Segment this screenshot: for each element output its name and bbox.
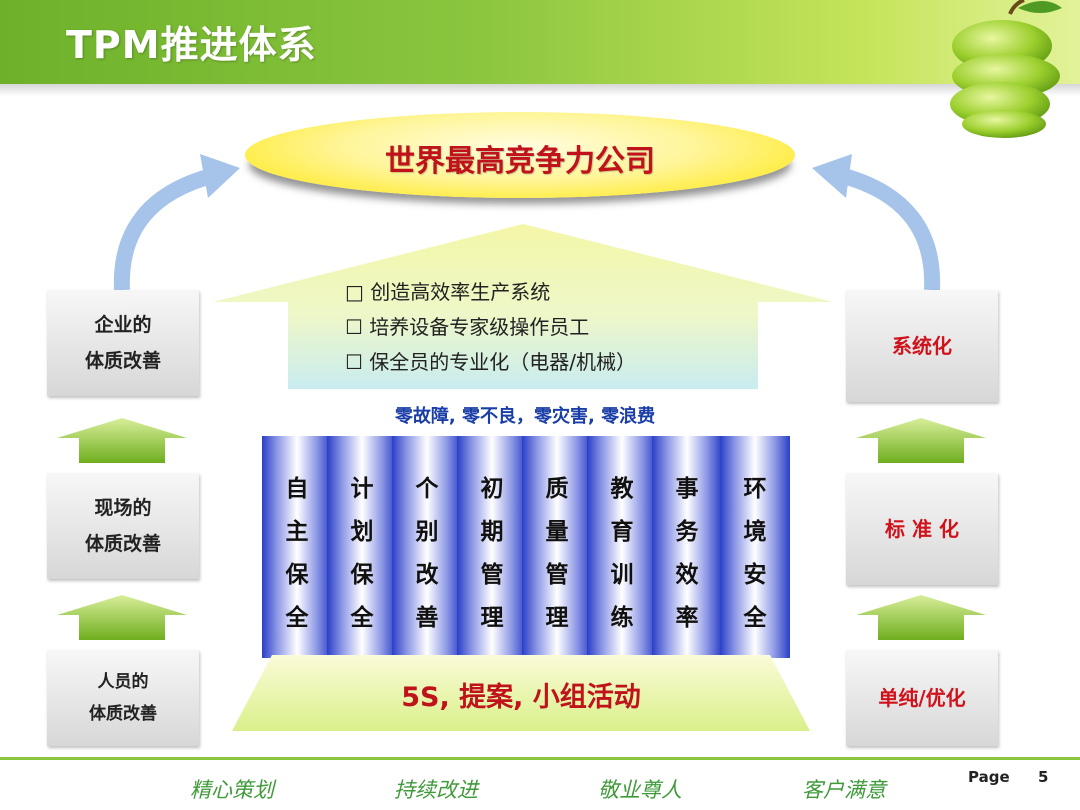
pillar-char: 安 [743, 562, 767, 588]
left-box-site: 现场的 体质改善 [47, 473, 199, 579]
pillar-char: 管 [480, 562, 504, 588]
pillar-char: 境 [743, 519, 767, 545]
left-box-line: 企业的 [94, 314, 152, 336]
up-arrow-icon [856, 595, 986, 640]
pillar: 初期管理 [457, 436, 527, 658]
left-box-line: 现场的 [94, 497, 152, 519]
right-box-simplify: 单纯/优化 [846, 650, 998, 746]
footer-slogan: 持续改进 [394, 778, 478, 802]
footer-divider [0, 757, 1080, 760]
left-box-line: 体质改善 [84, 533, 161, 555]
pillar-char: 训 [610, 562, 634, 588]
right-box-standardize: 标 准 化 [846, 473, 998, 585]
pillar: 事务效率 [652, 436, 722, 658]
pillar-char: 别 [415, 519, 439, 545]
right-box-label: 标 准 化 [885, 517, 959, 541]
pillar-char: 改 [415, 562, 439, 588]
pillar-char: 计 [350, 476, 374, 502]
left-box-line: 体质改善 [89, 704, 157, 724]
pillar-char: 环 [743, 476, 767, 502]
base-platform [232, 655, 810, 731]
pillar: 教育训练 [587, 436, 657, 658]
pillars: 自主保全 计划保全 个别改善 初期管理 质量管理 教育训练 事务效率 环境安全 [262, 436, 792, 658]
up-arrow-icon [57, 595, 187, 640]
slide-title: TPM推进体系 [66, 23, 317, 67]
pillar-char: 保 [285, 562, 309, 588]
curved-arrow-icon [113, 154, 240, 291]
left-box-enterprise: 企业的 体质改善 [47, 290, 199, 396]
header-shadow [0, 84, 1080, 96]
pillar-char: 育 [610, 519, 634, 545]
right-box-label: 单纯/优化 [878, 686, 966, 710]
pillar-char: 全 [743, 605, 767, 631]
base-text: 5S, 提案, 小组活动 [401, 682, 641, 713]
up-arrow-icon [57, 418, 187, 463]
pillar-char: 效 [675, 562, 699, 588]
right-box-systematize: 系统化 [846, 290, 998, 402]
pillar-char: 初 [480, 476, 504, 502]
pillar-char: 全 [285, 605, 309, 631]
pillar-char: 务 [675, 519, 699, 545]
pillar-char: 量 [545, 519, 569, 545]
bullet-line-3: ☐ 保全员的专业化（电器/机械） [345, 350, 637, 374]
pillar-char: 理 [545, 605, 569, 631]
curved-arrows [113, 154, 941, 291]
pillar-char: 主 [285, 519, 309, 545]
zero-targets: 零故障, 零不良，零灾害, 零浪费 [394, 406, 656, 427]
pillar-char: 理 [480, 605, 504, 631]
pillar-char: 全 [350, 605, 374, 631]
goal-ellipse [245, 112, 795, 198]
right-box-label: 系统化 [892, 334, 952, 358]
bullet-line-1: □ 创造高效率生产系统 [345, 280, 551, 304]
goal-text: 世界最高竞争力公司 [385, 144, 655, 179]
pillar: 环境安全 [720, 436, 790, 658]
left-box-personnel: 人员的 体质改善 [47, 650, 199, 746]
page-number: 5 [1038, 768, 1049, 786]
page-label: Page [968, 768, 1010, 786]
footer-slogan: 精心策划 [190, 778, 274, 802]
pillar: 自主保全 [262, 436, 332, 658]
left-box-line: 人员的 [97, 672, 149, 692]
pillar-char: 善 [415, 605, 439, 631]
bullet-line-2: ☐ 培养设备专家级操作员工 [345, 315, 590, 339]
up-arrow-icon [856, 418, 986, 463]
pillar: 质量管理 [522, 436, 592, 658]
pillar-char: 教 [610, 476, 634, 502]
pillar-char: 保 [350, 562, 374, 588]
pillar-char: 练 [610, 605, 634, 631]
footer-slogan: 敬业尊人 [598, 778, 682, 802]
pillar-char: 率 [675, 605, 699, 631]
pillar: 个别改善 [392, 436, 462, 658]
pillar-char: 管 [545, 562, 569, 588]
pillar: 计划保全 [327, 436, 397, 658]
pillar-char: 质 [545, 476, 569, 502]
pillar-char: 划 [350, 519, 374, 545]
apple-icon [950, 0, 1062, 138]
pillar-char: 事 [675, 476, 699, 502]
center-up-arrow [213, 224, 833, 389]
curved-arrow-icon [812, 154, 941, 291]
pillar-char: 个 [415, 476, 439, 502]
pillar-char: 自 [285, 476, 309, 502]
footer-slogan: 客户满意 [802, 778, 886, 802]
left-box-line: 体质改善 [84, 350, 161, 372]
header-bar [0, 0, 1080, 84]
pillar-char: 期 [480, 519, 504, 545]
